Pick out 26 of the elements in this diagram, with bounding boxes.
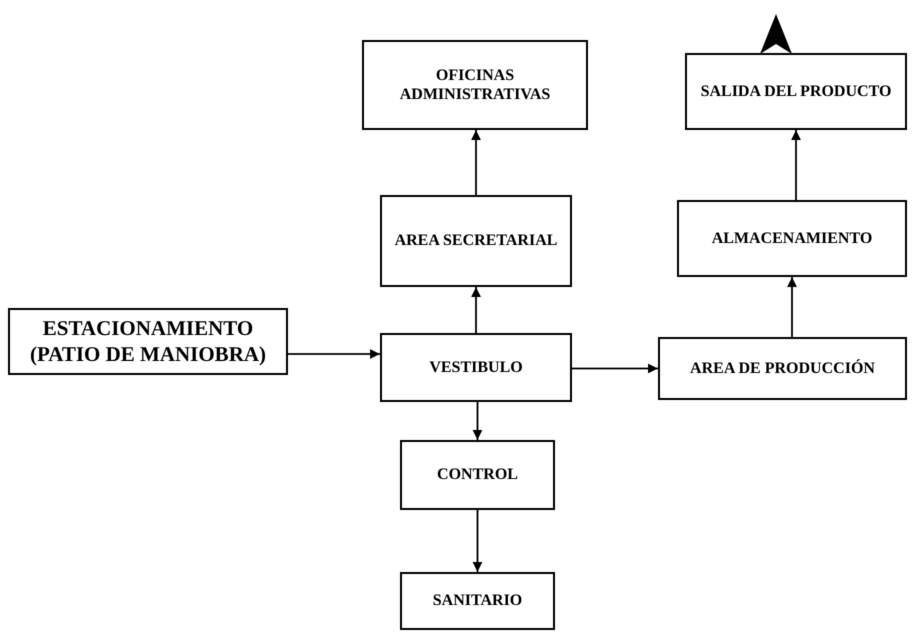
process-box (677, 200, 907, 277)
arrow (288, 349, 380, 359)
arrow (791, 130, 801, 200)
arrow (572, 364, 658, 374)
process-box (380, 333, 572, 402)
process-box (8, 308, 288, 375)
process-box (400, 440, 555, 510)
arrow (471, 130, 481, 195)
box-label: SANITARIO (432, 591, 522, 611)
box-label: ESTACIONAMIENTO (PATIO DE MANIOBRA) (28, 316, 268, 367)
process-box (658, 337, 907, 400)
box-label: SALIDA DEL PRODUCTO (700, 82, 892, 102)
process-box (400, 572, 555, 630)
box-label: VESTIBULO (429, 358, 523, 378)
arrow (471, 287, 481, 333)
box-label: OFICINAS ADMINISTRATIVAS (398, 66, 552, 104)
arrow (472, 402, 482, 440)
box-label: AREA DE PRODUCCIÓN (690, 358, 875, 378)
process-box (380, 195, 572, 287)
process-box (685, 53, 907, 130)
box-label: ALMACENAMIENTO (712, 228, 872, 248)
box-label: AREA SECRETARIAL (394, 231, 558, 251)
arrow (472, 510, 482, 572)
box-label: CONTROL (437, 465, 518, 485)
process-box (362, 40, 588, 130)
arrow (787, 277, 797, 337)
